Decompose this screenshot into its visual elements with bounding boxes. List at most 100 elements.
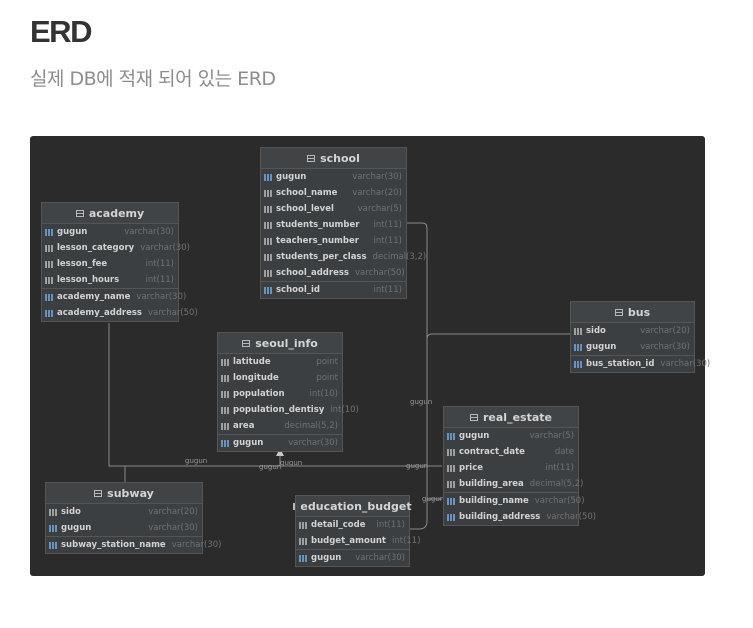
table-title: school xyxy=(320,151,360,165)
column-icon xyxy=(447,464,456,472)
key-column-icon xyxy=(49,541,58,549)
column-icon xyxy=(49,508,58,516)
table-icon xyxy=(307,154,316,162)
table-icon xyxy=(470,413,478,421)
column-icon xyxy=(221,374,230,382)
column-icon xyxy=(299,521,308,529)
table-icon xyxy=(614,308,623,316)
column-icon xyxy=(264,269,273,277)
key-column-icon xyxy=(264,286,273,294)
column-icon xyxy=(221,390,230,398)
key-column-icon xyxy=(574,343,583,351)
column-icon xyxy=(221,422,230,430)
column-icon xyxy=(447,448,456,456)
relation-line xyxy=(108,323,427,467)
relation-line xyxy=(405,222,428,530)
key-column-icon xyxy=(221,439,230,447)
relation-arrow xyxy=(276,448,284,456)
column-icon xyxy=(45,244,54,252)
key-column-icon xyxy=(447,513,456,521)
relation-label: gugun xyxy=(259,463,282,471)
table-title: real_estate xyxy=(483,410,552,424)
key-column-icon xyxy=(447,432,456,440)
column-icon xyxy=(264,205,273,213)
key-column-icon xyxy=(45,309,54,317)
key-column-icon xyxy=(264,173,273,181)
relation-label: gugun xyxy=(185,457,208,465)
column-icon xyxy=(299,537,308,545)
column-icon xyxy=(221,358,230,366)
table-title: bus xyxy=(627,305,651,319)
column-icon xyxy=(264,237,273,245)
erd-canvas: gugun gugun gugun gugun gugun gugun scho… xyxy=(30,136,710,576)
table-icon xyxy=(94,489,103,497)
table-icon xyxy=(75,209,84,217)
table-title: seoul_info xyxy=(255,336,318,350)
relation-lines xyxy=(108,222,570,530)
key-column-icon xyxy=(574,360,583,368)
key-column-icon xyxy=(45,228,54,236)
page-subtitle: 실제 DB에 적재 되어 있는 ERD xyxy=(30,68,276,90)
column-icon xyxy=(447,480,456,488)
column-icon xyxy=(264,221,273,229)
column-icon xyxy=(221,406,230,414)
page-title: ERD xyxy=(30,14,92,49)
relation-label: gugun xyxy=(410,398,433,406)
relation-label: gugun xyxy=(280,459,303,467)
column-icon xyxy=(264,189,273,197)
table-title: academy xyxy=(88,206,145,220)
relation-label: gugun xyxy=(422,495,445,503)
table-title: education_budget xyxy=(300,499,412,513)
relation-line xyxy=(426,333,570,340)
table-icon xyxy=(293,502,296,510)
column-icon xyxy=(574,327,583,335)
table-title: subway xyxy=(107,486,154,500)
key-column-icon xyxy=(447,497,456,505)
key-column-icon xyxy=(299,554,308,562)
key-column-icon xyxy=(45,293,54,301)
column-icon xyxy=(45,260,54,268)
